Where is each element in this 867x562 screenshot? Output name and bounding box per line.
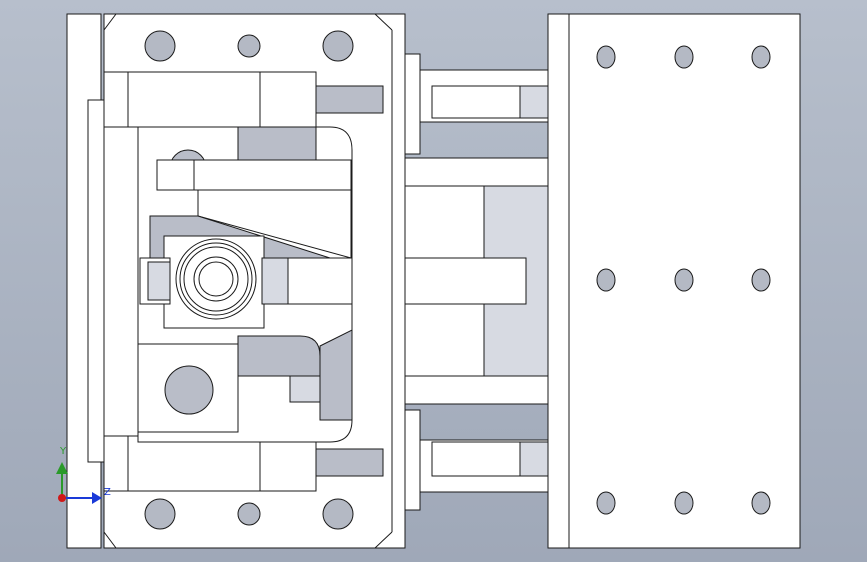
nut-bore-inner	[198, 261, 234, 297]
upper-link-shading	[519, 85, 549, 119]
connector-top-bar	[404, 157, 549, 187]
triad-z-arrow-icon	[92, 492, 102, 504]
main-plate-chamfer-bottom-right	[374, 531, 393, 549]
upper-link-inner	[431, 85, 521, 119]
top-guide-block	[103, 71, 317, 128]
upper-clamp-arm	[156, 159, 352, 191]
mount-hole-icon	[674, 45, 694, 69]
nut-ring	[183, 246, 249, 312]
mount-hole-icon	[674, 268, 694, 292]
right-mounting-plate[interactable]	[547, 13, 801, 549]
main-plate-chamfer-top	[103, 13, 117, 31]
mount-hole-icon	[674, 491, 694, 515]
center-rod	[287, 257, 353, 305]
left-thin-plate	[87, 99, 106, 463]
nut-side-tab-shadow	[147, 261, 171, 301]
nut-ring	[179, 242, 253, 316]
connector-rod	[404, 257, 527, 305]
nut-bore-icon	[193, 256, 239, 302]
lower-block-hole-icon	[164, 365, 214, 415]
lower-link-inner	[431, 441, 521, 477]
mount-hole-icon	[596, 268, 616, 292]
mount-hole-icon	[751, 268, 771, 292]
bottom-guide-pin	[315, 448, 384, 477]
mount-hole-icon	[751, 45, 771, 69]
bolt-hole-icon	[322, 498, 354, 530]
connector-bottom-bar	[404, 375, 549, 405]
triad-z-label: Z	[104, 487, 111, 498]
coordinate-triad: Y Z	[56, 446, 111, 504]
main-plate-chamfer-top-right	[374, 13, 393, 31]
lower-link-shading	[519, 441, 549, 477]
middle-flange-bottom	[404, 409, 421, 511]
mount-hole-icon	[596, 45, 616, 69]
main-plate-chamfer-bottom	[103, 531, 117, 549]
bolt-hole-icon	[322, 30, 354, 62]
bolt-hole-icon	[144, 30, 176, 62]
left-clamp-assembly[interactable]	[66, 13, 406, 549]
right-plate-edge	[547, 13, 570, 549]
triad-origin-icon	[58, 494, 66, 502]
mount-hole-icon	[596, 491, 616, 515]
lower-wedge	[319, 329, 353, 421]
bolt-hole-icon	[237, 34, 261, 58]
middle-flange-top	[404, 53, 421, 155]
triad-y-arrow-icon	[56, 462, 68, 474]
top-guide-pin	[315, 85, 384, 114]
mount-hole-icon	[751, 491, 771, 515]
middle-link-assembly[interactable]	[404, 53, 549, 511]
nut-side-tab-right	[261, 257, 289, 305]
bolt-hole-icon	[237, 502, 261, 526]
bottom-guide-block	[103, 435, 317, 492]
bolt-hole-icon	[144, 498, 176, 530]
upper-pocket	[237, 126, 317, 161]
triad-y-label: Y	[59, 446, 67, 457]
